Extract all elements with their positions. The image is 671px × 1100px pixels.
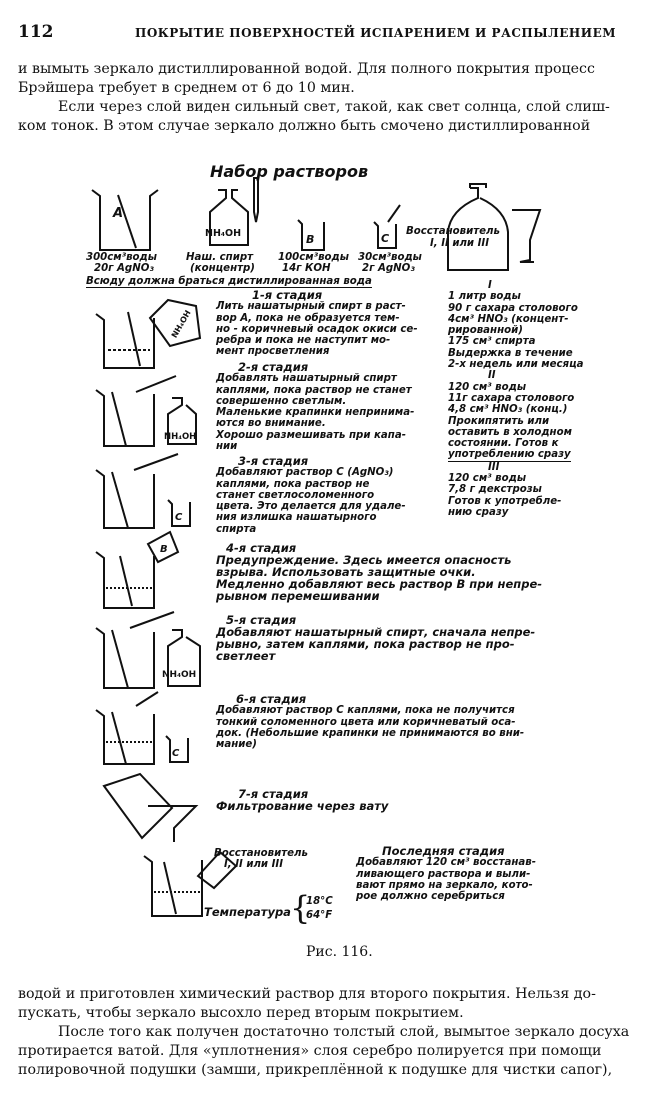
solution-b-label: 14г КОН bbox=[282, 263, 331, 274]
restorer-label: Восстановитель bbox=[406, 226, 500, 237]
body-line: ком тонок. В этом случае зеркало должно … bbox=[18, 118, 591, 134]
svg-text:B: B bbox=[160, 544, 168, 555]
distilled-water-note: Всюду должна браться дистиллированная во… bbox=[86, 276, 372, 289]
solution-b-label: 100см³воды bbox=[278, 252, 349, 263]
stage-7: 7-я стадия Фильтрование через вату bbox=[216, 787, 389, 813]
recipes-column: I 1 литр воды 90 г сахара столового 4см³… bbox=[448, 280, 584, 518]
stage-1-beaker-icon: NH₄OH bbox=[95, 298, 202, 369]
brace-glyph: { bbox=[290, 889, 311, 927]
body-line: полировочной подушки (замши, прикреплённ… bbox=[18, 1062, 613, 1078]
stage-5: 5-я стадия Добавляют нашатырный спирт, с… bbox=[216, 613, 536, 663]
stage-4: 4-я стадия Предупреждение. Здесь имеется… bbox=[216, 541, 543, 603]
body-line: протирается ватой. Для «уплотнения» слоя… bbox=[18, 1043, 602, 1059]
body-line: водой и приготовлен химический раствор д… bbox=[18, 986, 596, 1002]
stage-2-beaker-icon: NH₄OH bbox=[95, 375, 197, 447]
body-line: После того как получен достаточно толсты… bbox=[58, 1024, 630, 1040]
solution-ammonia-label: Наш. спирт bbox=[186, 252, 254, 263]
final-restorer-label: Восстановитель I, II или III bbox=[214, 848, 308, 871]
body-line: Брэйшера требует в среднем от 6 до 10 ми… bbox=[18, 80, 355, 96]
svg-text:NH₄OH: NH₄OH bbox=[170, 309, 193, 340]
solution-a-label: 20г AgNO₃ bbox=[94, 263, 154, 274]
body-line: и вымыть зеркало дистиллированной водой.… bbox=[18, 61, 595, 77]
stage-6: 6-я стадия Добавляют раствор С каплями, … bbox=[216, 692, 525, 751]
stage-3-beaker-icon: C bbox=[95, 453, 191, 529]
running-title: ПОКРЫТИЕ ПОВЕРХНОСТЕЙ ИСПАРЕНИЕМ И РАСПЫ… bbox=[135, 26, 617, 40]
figure-title: Набор растворов bbox=[210, 162, 369, 181]
stage-7-filter-icon bbox=[102, 772, 199, 842]
svg-text:NH₄OH: NH₄OH bbox=[162, 670, 196, 680]
stage-2: 2-я стадия Добавлять нашатырный спирт ка… bbox=[216, 360, 415, 453]
stage-4-beaker-icon: B bbox=[95, 530, 180, 609]
svg-text:A: A bbox=[112, 206, 123, 221]
solution-a-label: 300см³воды bbox=[86, 252, 157, 263]
stage-3: 3-я стадия Добавляют раствор С (AgNO₃) к… bbox=[216, 454, 406, 535]
stage-6-beaker-icon: C bbox=[95, 691, 189, 765]
body-line: Если через слой виден сильный свет, тако… bbox=[58, 99, 610, 115]
solution-c-label: 2г AgNO₃ bbox=[362, 263, 415, 274]
figure-caption: Рис. 116. bbox=[306, 944, 373, 960]
svg-text:NH₄OH: NH₄OH bbox=[205, 228, 241, 239]
temperature-label: Температура bbox=[204, 905, 291, 919]
beaker-c-icon: C bbox=[373, 204, 401, 249]
svg-text:C: C bbox=[172, 748, 180, 759]
body-line: пускать, чтобы зеркало высохло перед вто… bbox=[18, 1005, 464, 1021]
stage-1: 1-я стадия Лить нашатырный спирт в раст-… bbox=[216, 288, 418, 358]
final-stage-beaker-icon bbox=[143, 850, 238, 917]
page-number: 112 bbox=[18, 22, 54, 42]
ammonia-bottle-icon: NH₄OH bbox=[205, 177, 259, 246]
svg-text:B: B bbox=[306, 233, 314, 246]
solution-ammonia-label: (концентр) bbox=[190, 263, 255, 274]
beaker-b-icon: B bbox=[297, 219, 325, 251]
svg-text:C: C bbox=[381, 232, 389, 245]
solution-c-label: 30см³воды bbox=[358, 252, 422, 263]
svg-text:NH₄OH: NH₄OH bbox=[164, 432, 196, 442]
restorer-flask-icon bbox=[447, 183, 509, 271]
temperature-values: 18°C 64°F bbox=[306, 896, 333, 922]
beaker-a-icon: A bbox=[91, 189, 159, 251]
restorer-label: I, II или III bbox=[430, 238, 489, 249]
final-stage: Последняя стадия Добавляют 120 см³ восст… bbox=[356, 844, 536, 903]
measuring-glass-icon bbox=[512, 209, 542, 263]
stage-5-beaker-icon: NH₄OH bbox=[95, 611, 201, 689]
svg-text:C: C bbox=[175, 512, 183, 523]
